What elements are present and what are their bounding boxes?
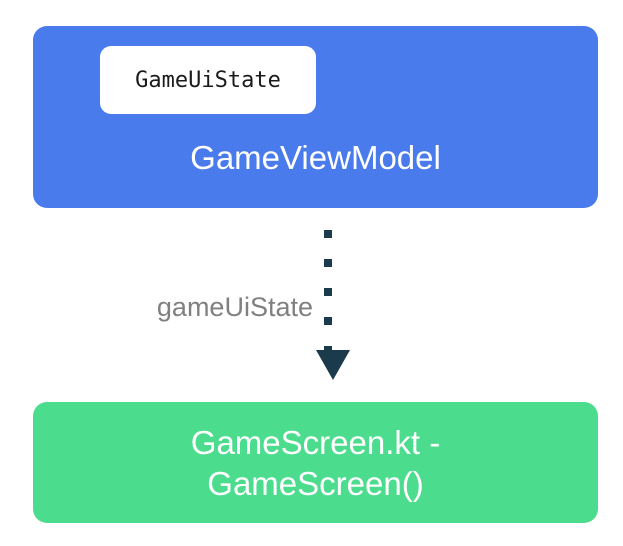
connector-label-game-ui-state: gameUiState <box>156 292 313 322</box>
state-chip-label: GameUiState <box>135 67 281 93</box>
arrow-down-icon <box>316 350 350 380</box>
connector-dot-icon <box>324 259 332 267</box>
connector-dot-icon <box>324 288 332 296</box>
node-game-screen-title: GameScreen.kt - GameScreen() <box>190 423 441 502</box>
node-game-view-model-title: GameViewModel <box>190 139 441 176</box>
connector-dot-icon <box>324 230 332 238</box>
connector-dot-icon <box>324 317 332 325</box>
state-chip-game-ui-state[interactable]: GameUiState <box>100 46 316 114</box>
node-game-screen[interactable]: GameScreen.kt - GameScreen() <box>33 402 598 523</box>
connector-view-model-to-screen <box>316 212 366 390</box>
node-game-view-model[interactable]: GameUiState GameViewModel <box>33 26 598 208</box>
